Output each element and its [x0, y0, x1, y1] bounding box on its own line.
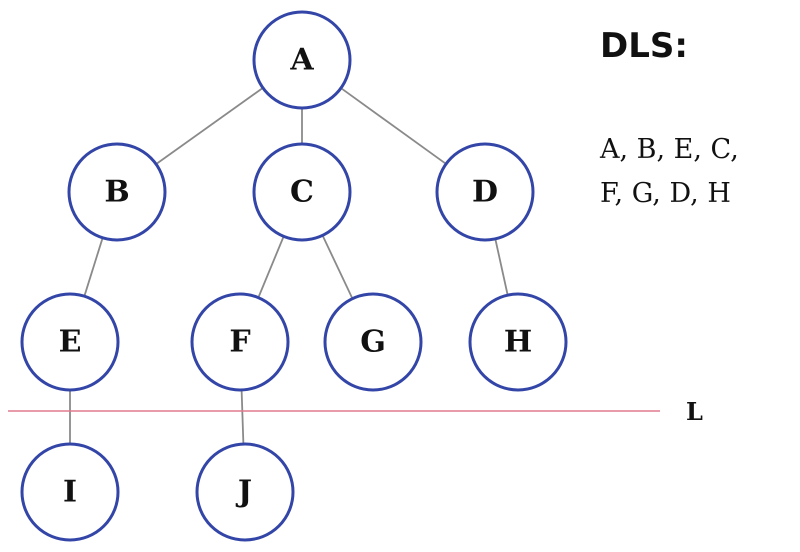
edge-c-g	[321, 235, 354, 299]
node-f-circle	[190, 292, 290, 392]
node-j: J	[195, 442, 295, 542]
edge-b-e	[83, 237, 104, 297]
node-i-label: I	[63, 475, 77, 510]
node-i: I	[20, 442, 120, 542]
edge-c-f	[257, 236, 285, 298]
node-h-circle	[468, 292, 568, 392]
node-g: G	[323, 292, 423, 392]
node-g-circle	[323, 292, 423, 392]
node-c: C	[252, 142, 352, 242]
node-e-label: E	[59, 325, 82, 360]
nodes: A B C D E F G H	[20, 10, 568, 542]
algorithm-title: DLS:	[600, 26, 688, 66]
node-g-label: G	[360, 325, 386, 360]
edge-a-d	[340, 87, 447, 165]
node-d-circle	[435, 142, 535, 242]
node-c-label: C	[290, 175, 314, 210]
traversal-order-line-1: A, B, E, C,	[600, 134, 739, 165]
node-e-circle	[20, 292, 120, 392]
node-d-label: D	[472, 175, 498, 210]
edge-a-b	[155, 87, 264, 165]
node-b-label: B	[104, 175, 129, 210]
edge-d-h	[494, 238, 509, 296]
node-a-circle	[252, 10, 352, 110]
node-b: B	[67, 142, 167, 242]
node-j-label: J	[235, 475, 252, 510]
node-e: E	[20, 292, 120, 392]
node-d: D	[435, 142, 535, 242]
depth-limit-label: L	[686, 397, 703, 426]
edge-f-j	[240, 389, 245, 445]
node-h: H	[468, 292, 568, 392]
traversal-order-line-2: F, G, D, H	[600, 178, 731, 209]
node-a-label: A	[289, 43, 314, 78]
node-f-label: F	[229, 325, 250, 360]
edges	[69, 87, 509, 445]
node-j-circle	[195, 442, 295, 542]
node-i-circle	[20, 442, 120, 542]
node-c-circle	[252, 142, 352, 242]
node-b-circle	[67, 142, 167, 242]
node-h-label: H	[504, 325, 532, 360]
traversal-order: A, B, E, C, F, G, D, H	[600, 128, 739, 216]
node-a: A	[252, 10, 352, 110]
node-f: F	[190, 292, 290, 392]
